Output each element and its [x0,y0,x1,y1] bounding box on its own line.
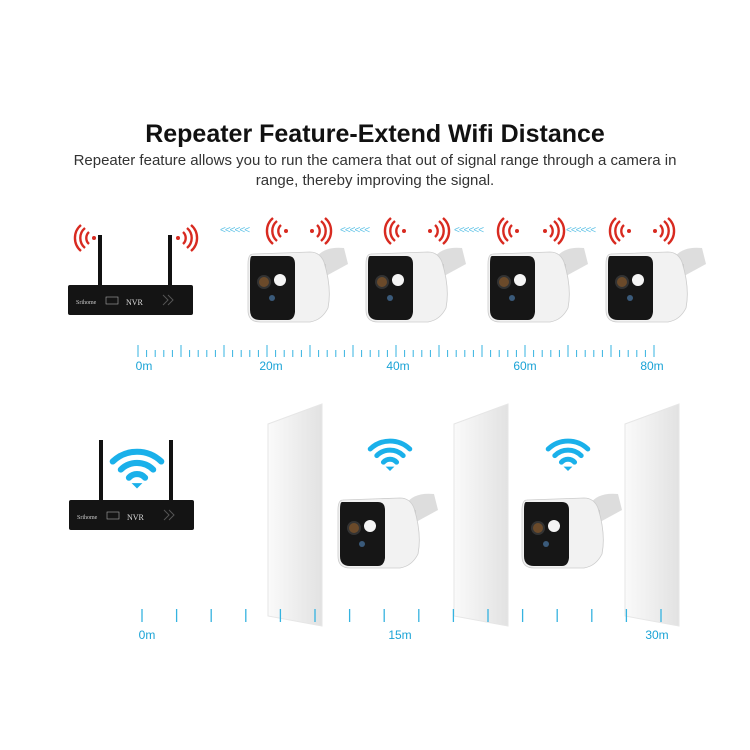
repeater-arrows: <<<<<< [566,225,596,236]
ruler-label: 15m [388,628,412,642]
nvr-device-icon: Srihome NVR [69,440,194,530]
page-subtitle: Repeater feature allows you to run the c… [73,152,677,189]
camera-icon [247,247,348,323]
wifi-icon [109,448,165,489]
repeater-arrows: <<<<<< [340,225,370,236]
wifi-signal-icon [310,217,333,245]
wifi-signal-icon [496,217,519,245]
camera-icon [521,493,622,569]
wall-panel-icon [453,403,509,627]
wifi-signal-icon [608,217,631,245]
ruler-label: 60m [513,359,537,373]
wifi-signal-icon [543,217,566,245]
ruler-label: 80m [640,359,664,373]
repeater-arrows: <<<<<< [220,225,250,236]
wifi-signal-icon [265,217,288,245]
nvr-brand: Srihome [77,515,98,521]
wifi-signal-icon [653,217,676,245]
camera-icon [365,247,466,323]
wifi-icon [545,438,591,471]
camera-icon [487,247,588,323]
wifi-signal-icon [428,217,451,245]
repeater-arrows: <<<<<< [454,225,484,236]
ruler-label: 0m [138,628,156,642]
wifi-signal-icon [383,217,406,245]
wall-panel-icon [267,403,323,627]
camera-icon [337,493,438,569]
wall-panel-icon [624,403,680,627]
camera-icon [605,247,706,323]
page-title: Repeater Feature-Extend Wifi Distance [145,120,605,148]
ruler-label: 30m [645,628,669,642]
ruler-label: 40m [386,359,410,373]
ruler-label: 0m [135,359,153,373]
nvr-label: NVR [126,298,144,307]
ruler-label: 20m [259,359,283,373]
nvr-label: NVR [127,513,145,522]
nvr-brand: Srihome [76,300,97,306]
wifi-signal-icon [73,224,96,252]
wifi-icon [367,438,413,471]
nvr-device-icon: Srihome NVR [68,235,193,315]
wifi-signal-icon [176,224,199,252]
